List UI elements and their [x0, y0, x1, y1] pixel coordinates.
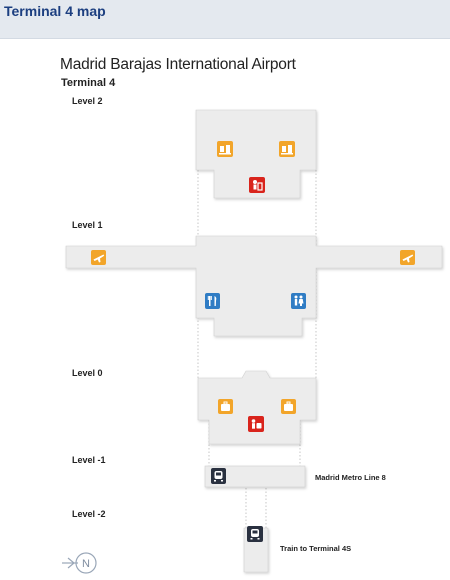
toilets-icon	[291, 293, 306, 309]
map-title: Madrid Barajas International Airport	[60, 56, 296, 73]
baggage-claim-icon	[218, 399, 233, 414]
level-minus-1-floor	[204, 465, 306, 488]
level-minus-2-label: Level -2	[72, 509, 106, 519]
compass-icon: N	[62, 552, 97, 574]
compass-north-label: N	[82, 558, 90, 570]
level-1-label: Level 1	[72, 220, 103, 230]
train-label: Train to Terminal 4S	[280, 544, 352, 553]
level-0-label: Level 0	[72, 368, 103, 378]
check-in-icon	[279, 141, 295, 157]
page-header: Terminal 4 map	[0, 0, 450, 39]
baggage-claim-icon	[281, 399, 296, 414]
restaurant-icon	[205, 293, 220, 309]
customs-icon	[248, 416, 264, 432]
departures-icon	[400, 250, 415, 265]
level-minus-1-label: Level -1	[72, 455, 106, 465]
metro-line-label: Madrid Metro Line 8	[315, 473, 386, 482]
metro-icon	[211, 468, 226, 484]
map-subtitle: Terminal 4	[61, 77, 116, 89]
level-1-floor	[65, 235, 443, 337]
page-title: Terminal 4 map	[4, 3, 106, 19]
level-0-floor	[197, 370, 317, 445]
level-2-floor	[195, 109, 317, 199]
check-in-icon	[217, 141, 233, 157]
security-control-icon	[249, 177, 265, 193]
level-2-label: Level 2	[72, 96, 103, 106]
train-icon	[247, 526, 263, 542]
departures-icon	[91, 250, 106, 265]
